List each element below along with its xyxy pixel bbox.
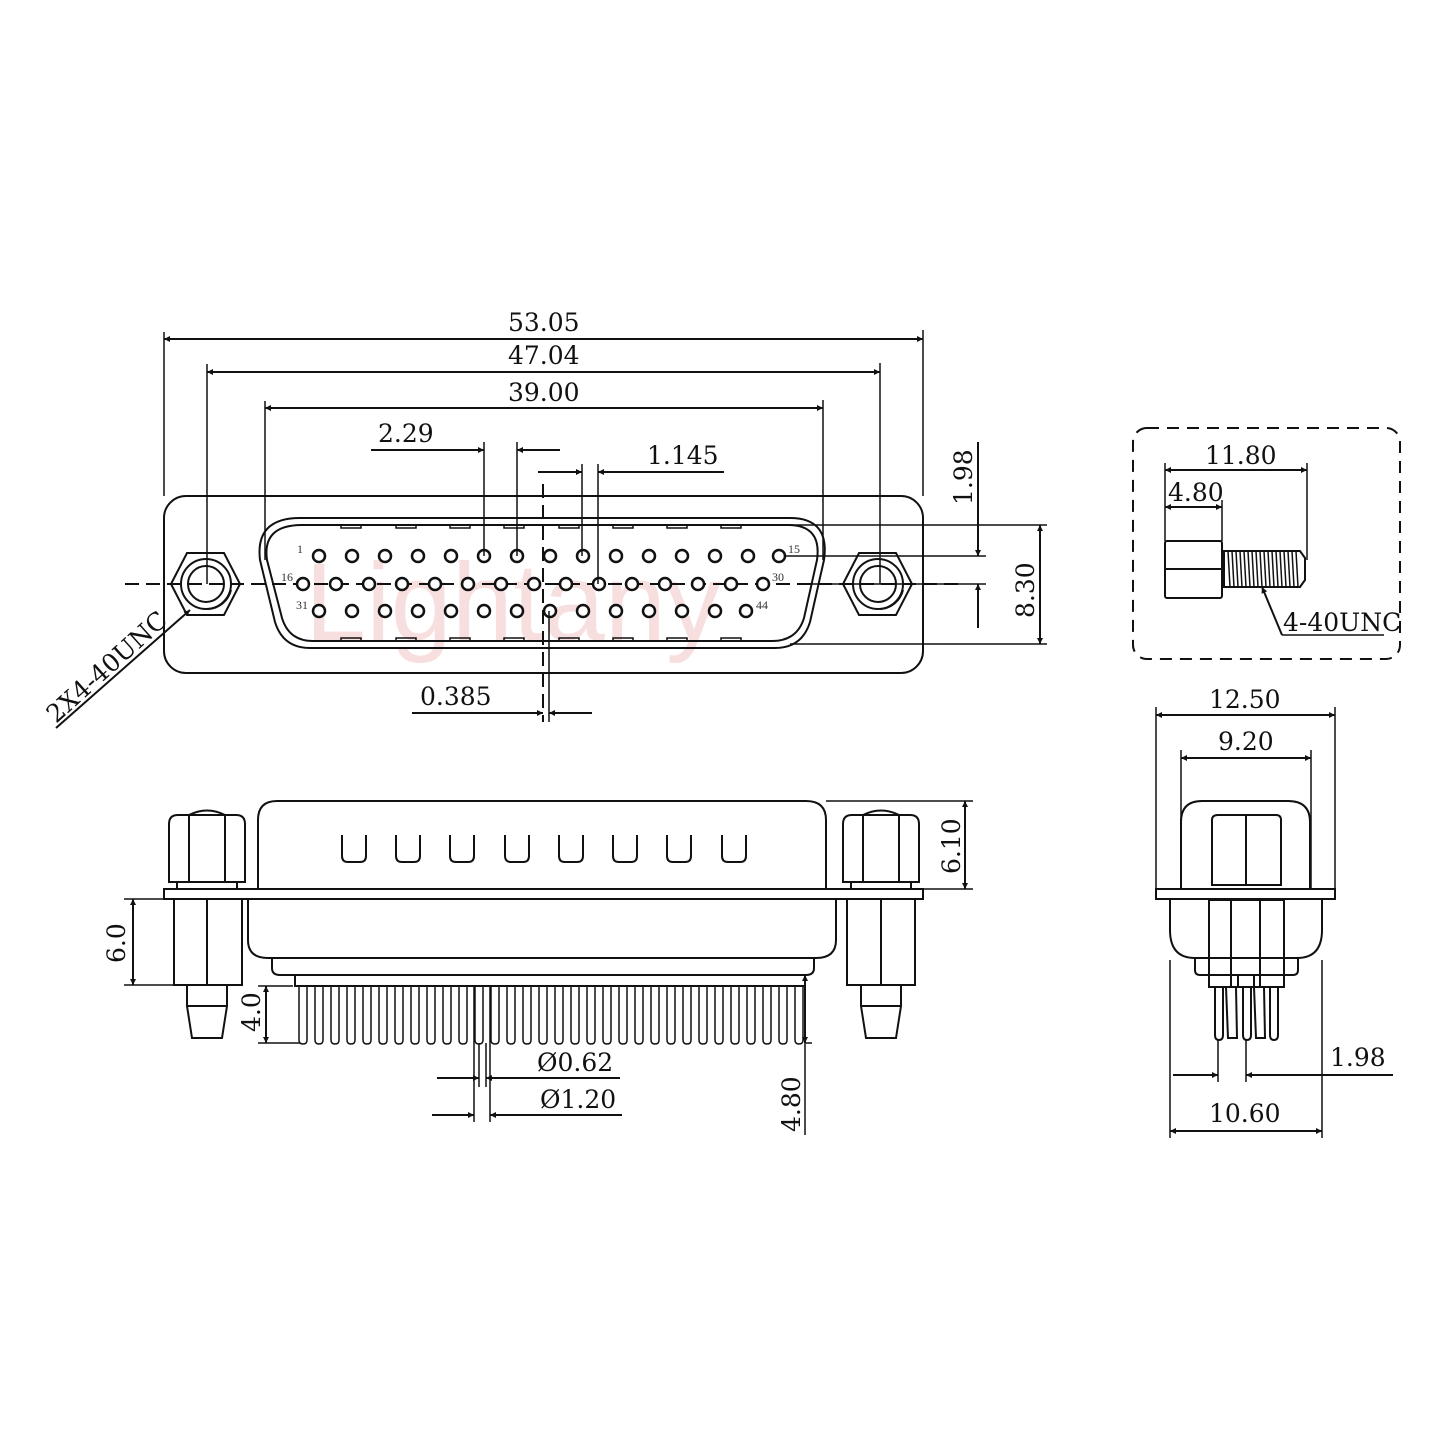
dim-side-shell-height: 6.10 bbox=[937, 818, 966, 874]
dim-pin-tail-length: 4.80 bbox=[777, 1076, 806, 1132]
dim-flange-width: 12.50 bbox=[1209, 685, 1281, 714]
pin-label-31: 31 bbox=[296, 598, 308, 612]
thread-leader bbox=[55, 609, 191, 729]
dim-row-spacing: 1.98 bbox=[949, 449, 978, 505]
dim-shell-height: 8.30 bbox=[1011, 562, 1040, 618]
dim-shell-width: 39.00 bbox=[508, 378, 580, 407]
dim-pin-tail-top: 4.0 bbox=[237, 992, 266, 1032]
side-view: 6.10 6.0 4.0 4.80 Ø0.62 Ø1.20 bbox=[102, 800, 973, 1135]
end-pins bbox=[1214, 986, 1279, 1042]
dim-end-body-width: 10.60 bbox=[1209, 1099, 1281, 1128]
side-upper-shell bbox=[257, 800, 827, 888]
end-view: 12.50 9.20 1.98 10.60 bbox=[1155, 685, 1393, 1138]
side-lower-body bbox=[247, 900, 837, 959]
dim-end-shell-width: 9.20 bbox=[1218, 727, 1274, 756]
dim-shoulder-diameter: Ø1.20 bbox=[540, 1085, 616, 1114]
pin-row-1 bbox=[311, 548, 787, 564]
side-flange bbox=[163, 888, 924, 900]
front-view: Lightany bbox=[41, 308, 1047, 729]
pin-row-3 bbox=[311, 603, 754, 619]
dim-standoff-height: 6.0 bbox=[102, 923, 131, 963]
shell-dimples bbox=[340, 525, 742, 641]
screw-detail: 11.80 4.80 4-40UNC bbox=[1132, 427, 1401, 660]
dim-pin-diameter: Ø0.62 bbox=[537, 1048, 613, 1077]
pin-label-30: 30 bbox=[772, 570, 784, 584]
side-right-standoff bbox=[842, 809, 920, 1039]
screw-thread-callout: 4-40UNC bbox=[1283, 608, 1401, 637]
dim-center-offset: 0.385 bbox=[420, 682, 492, 711]
dim-mount-spacing: 47.04 bbox=[508, 341, 580, 370]
thread-callout: 2X4-40UNC bbox=[41, 605, 173, 728]
dim-screw-length: 11.80 bbox=[1205, 441, 1277, 470]
pin-label-16: 16 bbox=[281, 570, 293, 584]
end-flange bbox=[1155, 888, 1336, 900]
pin-label-1: 1 bbox=[297, 542, 303, 556]
dim-screw-head: 4.80 bbox=[1168, 478, 1224, 507]
pin-label-44: 44 bbox=[756, 598, 768, 612]
dim-row-offset: 1.145 bbox=[647, 441, 719, 470]
end-hex bbox=[1211, 814, 1282, 886]
dim-overall-width: 53.05 bbox=[508, 308, 580, 337]
left-hex-nut bbox=[169, 552, 242, 616]
dim-pin-pitch: 2.29 bbox=[378, 419, 434, 448]
shell-outer bbox=[258, 517, 826, 649]
shell-tabs bbox=[341, 835, 747, 863]
screw-thread bbox=[1223, 550, 1306, 588]
side-left-standoff bbox=[168, 809, 246, 1039]
side-pins bbox=[298, 986, 804, 1045]
pin-label-15: 15 bbox=[788, 542, 800, 556]
pin-row-2 bbox=[295, 576, 771, 592]
detail-frame bbox=[1132, 427, 1401, 660]
dim-end-row-spacing: 1.98 bbox=[1330, 1043, 1386, 1072]
